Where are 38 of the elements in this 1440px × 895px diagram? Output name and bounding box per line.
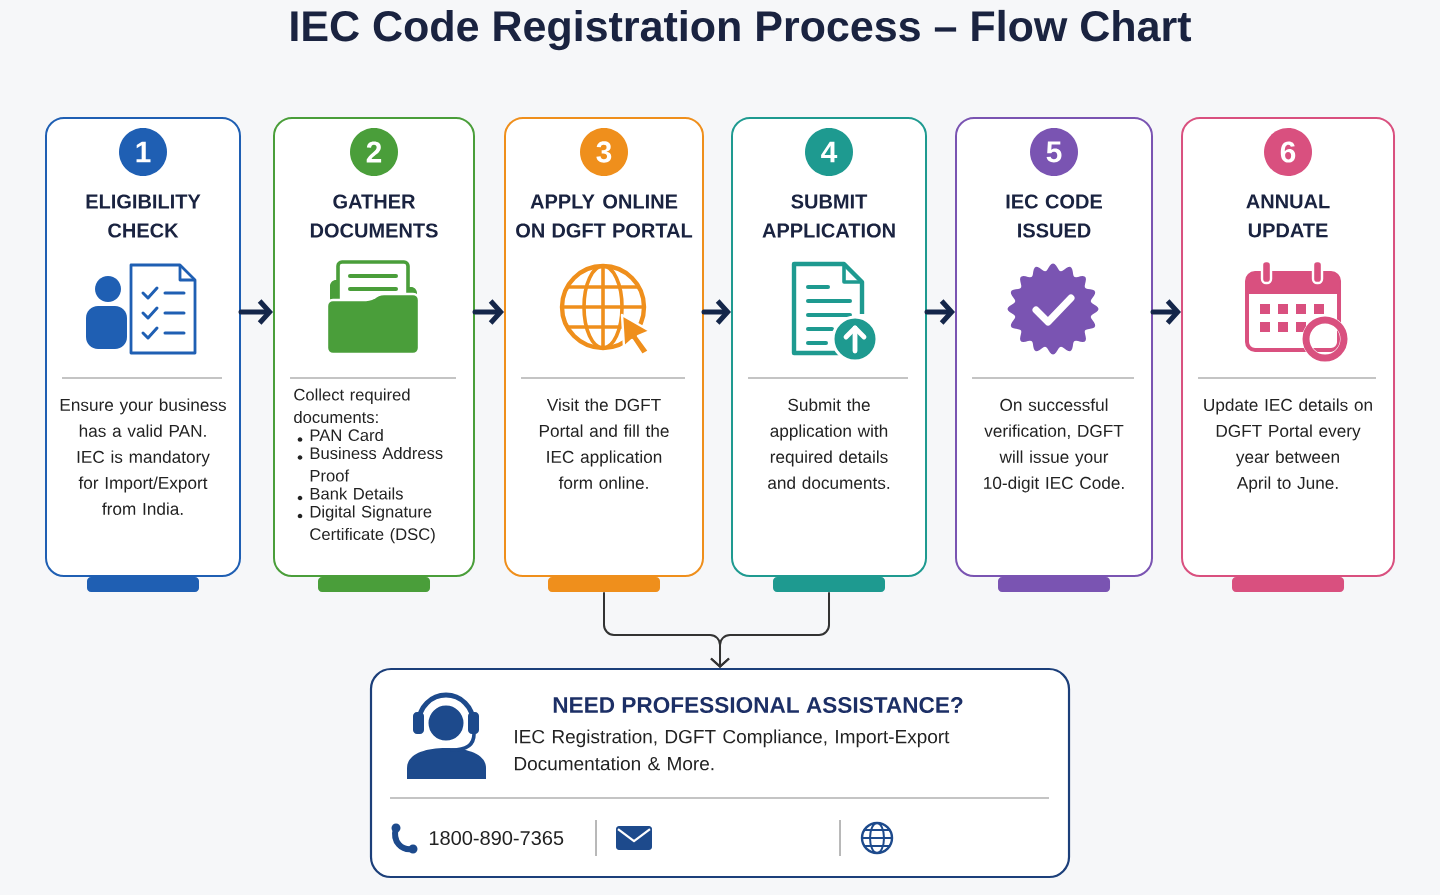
step-card	[1181, 117, 1395, 592]
step-text: On successful verification, DGFT will issue your 10-digit IEC Code.	[984, 398, 1124, 493]
step-heading: ELIGIBILITY CHECK	[86, 194, 201, 238]
phone-number: 1800-890-7365	[429, 830, 564, 846]
step-text: Visit the DGFT Portal and fill the IEC application form online.	[539, 398, 669, 490]
step-heading: SUBMIT APPLICATION	[762, 194, 895, 238]
number-badge: 1	[119, 128, 167, 176]
step-card	[955, 117, 1153, 592]
step-heading: APPLY ONLINE ON DGFT PORTAL	[516, 194, 693, 238]
step-text: Submit the application with required details and documents.	[768, 398, 890, 490]
arrow	[924, 299, 955, 325]
arrow	[238, 299, 273, 325]
arrow	[710, 592, 830, 668]
step-card	[504, 117, 704, 592]
bullet-item: Bank Details	[310, 487, 403, 500]
step-card	[45, 117, 241, 592]
step-heading: ANNUAL UPDATE	[1246, 194, 1330, 238]
arrow	[472, 299, 504, 325]
step-text: Ensure your business has a valid PAN. IEC is mandatory for Import/Export from India.	[60, 398, 226, 516]
step-text: Collect required documents:	[294, 388, 410, 424]
number-badge: 3	[580, 128, 628, 176]
step-heading: IEC CODE ISSUED	[1006, 194, 1102, 238]
step-card	[731, 117, 927, 592]
step-card	[273, 117, 475, 592]
number-badge: 6	[1264, 128, 1312, 176]
number-badge: 5	[1030, 128, 1078, 176]
arrow	[1150, 299, 1181, 325]
step-text: Update IEC details on DGFT Portal every year between April to June.	[1204, 398, 1372, 493]
step-heading: GATHER DOCUMENTS	[310, 194, 438, 238]
number-badge: 4	[805, 128, 853, 176]
panel-heading: NEED PROFESSIONAL ASSISTANCE?	[553, 697, 963, 713]
number-badge: 2	[350, 128, 398, 176]
bullet-item: Digital Signature Certificate (DSC)	[310, 505, 435, 544]
title: IEC Code Registration Process – Flow Chart	[291, 9, 1191, 51]
info-panel	[369, 667, 1071, 879]
bullet-item: Business Address Proof	[310, 446, 443, 482]
bullet-item: PAN Card	[310, 428, 383, 442]
panel-text: IEC Registration, DGFT Compliance, Import-Export Documentation & More.	[515, 729, 950, 771]
